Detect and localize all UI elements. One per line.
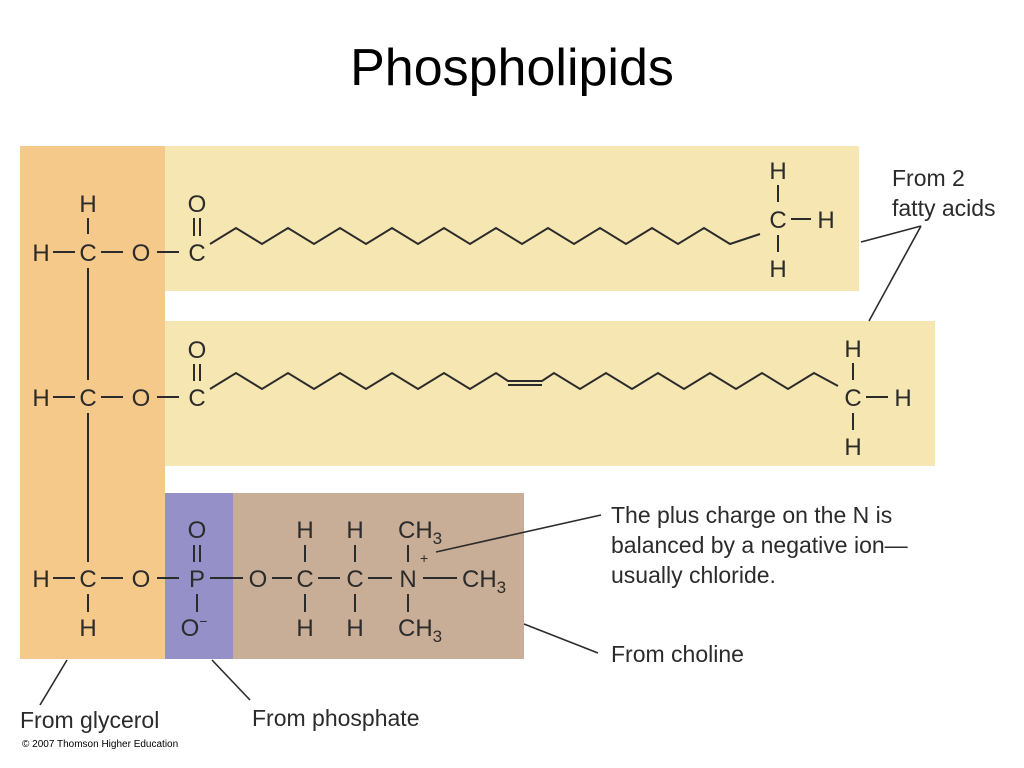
glycerol-c1: C: [79, 240, 96, 267]
fa2-carbonyl-c: C: [188, 385, 205, 412]
phosphate-leader: [211, 659, 251, 701]
choline-c2-h-bottom: H: [346, 615, 363, 642]
fatty-acid-2-region: [165, 321, 935, 466]
glycerol-h1: H: [32, 240, 49, 267]
fa1-hydrocarbon-chain: [209, 226, 761, 246]
glycerol-o2: O: [132, 385, 151, 412]
leader-lines: [39, 225, 922, 706]
fatty-acids-label-line2: fatty acids: [892, 195, 996, 221]
choline-c1-h-top: H: [296, 517, 313, 544]
choline-methyl-right: CH3: [462, 566, 506, 597]
fa2-carbonyl-o: O: [188, 337, 207, 364]
fa1-carbonyl-c: C: [188, 240, 205, 267]
fatty-acid-1: O C H C H H: [188, 158, 835, 283]
glycerol-h-bottom: H: [79, 615, 96, 642]
choline-methyl-top: CH3: [398, 517, 442, 548]
fa1-terminal-h-bottom: H: [769, 256, 786, 283]
glycerol-h3: H: [32, 566, 49, 593]
choline-o: O: [249, 566, 268, 593]
choline-methyl-bottom: CH3: [398, 615, 442, 646]
choline-c1: C: [296, 566, 313, 593]
charge-note-line1: The plus charge on the N is: [611, 502, 892, 528]
choline-label: From choline: [611, 641, 744, 667]
fa1-terminal-c: C: [769, 207, 786, 234]
choline-leader: [523, 623, 599, 654]
fa1-carbonyl-o: O: [188, 191, 207, 218]
glycerol-region: [20, 146, 165, 659]
choline-c1-h-bottom: H: [296, 615, 313, 642]
choline-n: N: [399, 566, 416, 593]
fatty-acids-leader-2: [868, 225, 922, 322]
choline-c2-h-top: H: [346, 517, 363, 544]
fa2-terminal-h-bottom: H: [844, 434, 861, 461]
phosphate-label: From phosphate: [252, 705, 419, 731]
glycerol-c2: C: [79, 385, 96, 412]
fatty-acid-1-region: [165, 146, 859, 291]
choline-region: [233, 493, 524, 659]
phosphate-o-top: O: [188, 517, 207, 544]
fa1-terminal-h-top: H: [769, 158, 786, 185]
copyright-credit: © 2007 Thomson Higher Education: [22, 739, 178, 750]
glycerol-h-top: H: [79, 191, 96, 218]
fa1-terminal-h-right: H: [817, 207, 834, 234]
glycerol-leader: [39, 659, 68, 706]
phosphate-o-minus: O−: [181, 613, 208, 642]
glycerol-o3: O: [132, 566, 151, 593]
glycerol-label: From glycerol: [20, 707, 159, 733]
choline-c2: C: [346, 566, 363, 593]
fatty-acid-2: O C H C H H: [188, 336, 912, 461]
glycerol-o1: O: [132, 240, 151, 267]
page-title: Phospholipids: [350, 39, 674, 97]
glycerol-backbone: H H C O H C O H C O H: [32, 191, 179, 642]
fa2-hydrocarbon-chain: [209, 371, 839, 391]
glycerol-h2: H: [32, 385, 49, 412]
charge-note-line2: balanced by a negative ion—: [611, 532, 908, 558]
charge-note-line3: usually chloride.: [611, 562, 776, 588]
fatty-acids-leader-1: [860, 225, 922, 243]
glycerol-c3: C: [79, 566, 96, 593]
phosphate-region: [165, 493, 233, 659]
fa2-terminal-h-right: H: [894, 385, 911, 412]
fa2-terminal-c: C: [844, 385, 861, 412]
phosphate-p: P: [189, 566, 205, 593]
choline-n-plus-charge: +: [420, 550, 428, 566]
phosphate-group: O P O−: [181, 517, 243, 642]
charge-leader: [435, 514, 602, 553]
fatty-acids-label-line1: From 2: [892, 165, 965, 191]
choline-group: O H C H H C H CH3 N + CH3 CH3: [249, 517, 506, 646]
fa2-terminal-h-top: H: [844, 336, 861, 363]
